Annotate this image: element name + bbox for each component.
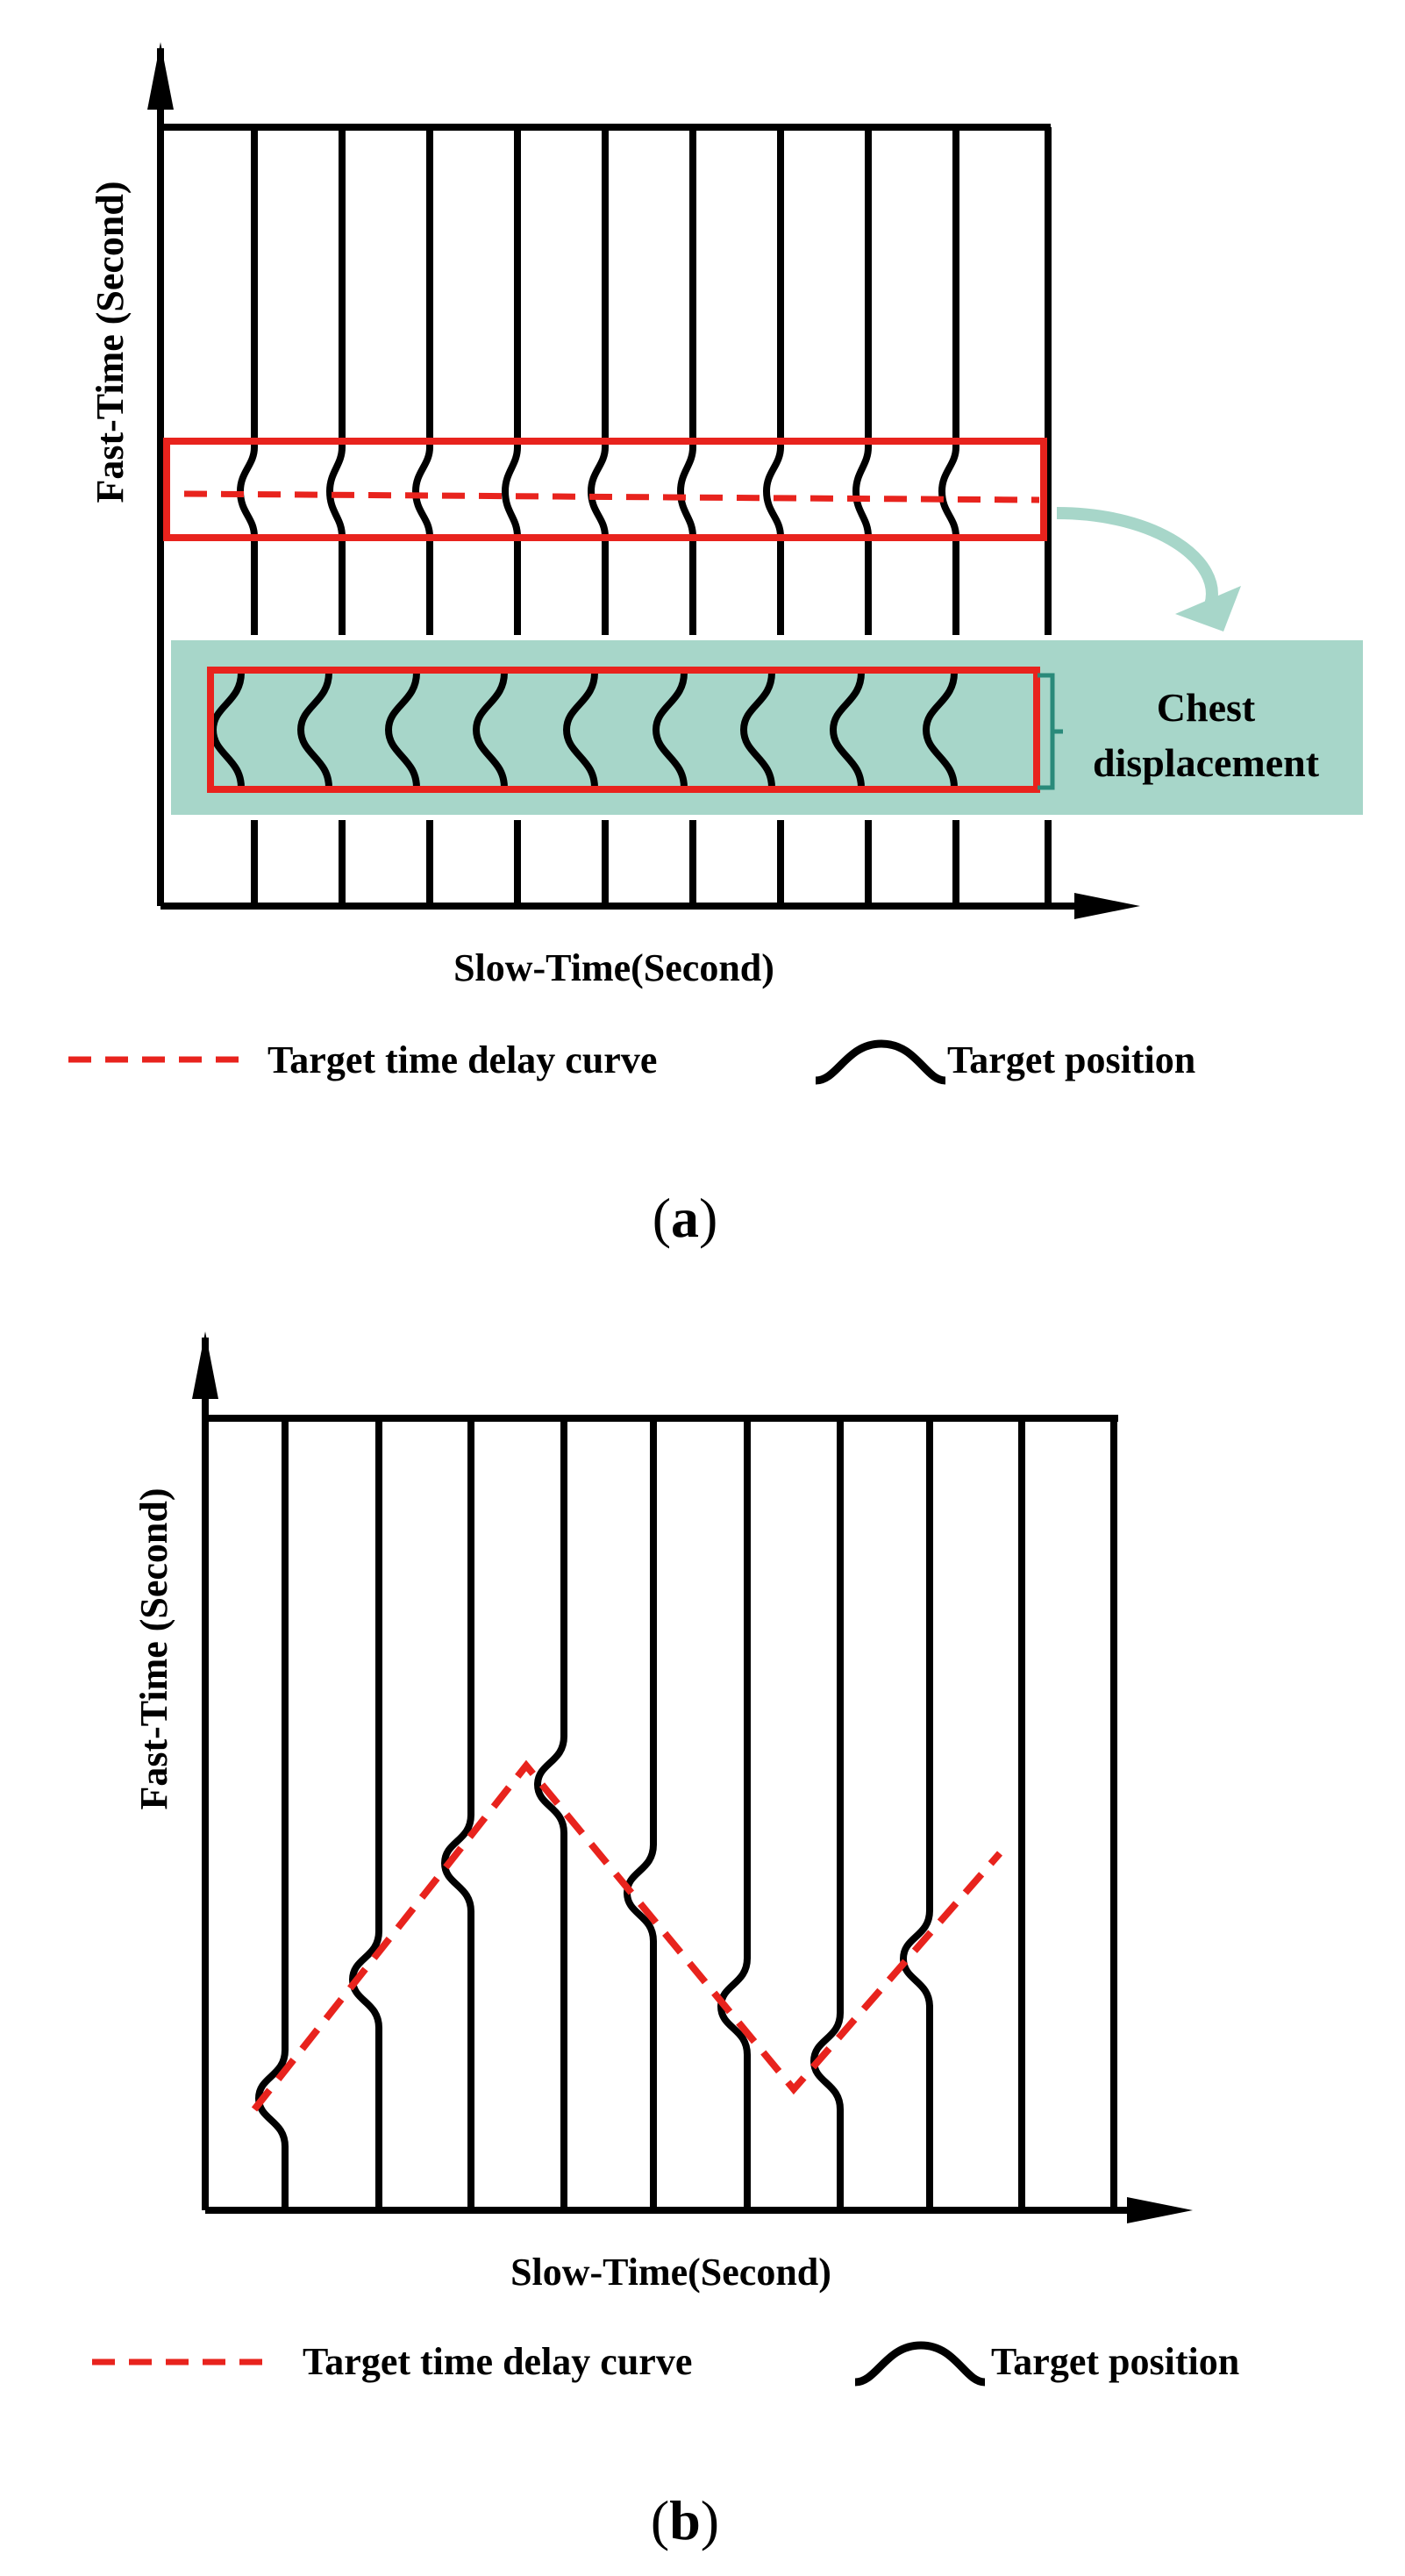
panel-b-trace (440, 1418, 474, 2210)
panel-a-trace (938, 127, 959, 906)
panel-a-x-axis-arrow-icon (1074, 893, 1140, 919)
panel-b-legend-position-swatch-icon (854, 2341, 986, 2387)
panel-b-sub-label: (b) (651, 2489, 719, 2551)
panel-a-zoom-trace (922, 672, 958, 788)
panel-a-legend-position-swatch-icon (815, 1039, 946, 1085)
panel-a-zoom-trace (384, 672, 420, 788)
panel-a-legend-position-label: Target position (947, 1038, 1195, 1081)
panel-a-y-axis-label: Fast-Time (Second) (89, 181, 132, 503)
panel-b-y-axis-arrow-icon (192, 1331, 218, 1399)
panel-a-x-axis-label: Slow-Time(Second) (453, 946, 774, 989)
panel-a-zoom-box (207, 667, 1040, 793)
panel-b-y-axis-label: Fast-Time (Second) (132, 1488, 175, 1809)
panel-b-legend-position-label: Target position (991, 2340, 1239, 2383)
panel-a-trace (676, 127, 696, 906)
panel-b: Fast-Time (Second) Slow-Time(Second) Tar… (92, 1331, 1239, 2551)
panel-a-sub-label: (a) (653, 1187, 718, 1249)
panel-a-zoom-trace (829, 672, 865, 788)
panel-a-callout-arrowhead-icon (1175, 586, 1241, 632)
panel-a-trace (501, 127, 521, 906)
panel-a-trace (411, 127, 433, 906)
panel-b-delay-curve (251, 1759, 1003, 2112)
panel-b-traces (254, 1418, 1117, 2210)
panel-b-legend-curve-label: Target time delay curve (303, 2340, 692, 2383)
panel-a-legend-curve-label: Target time delay curve (267, 1038, 657, 1081)
panel-b-trace (899, 1418, 933, 2210)
panel-a-zoom-trace (562, 672, 598, 788)
panel-b-x-axis-label: Slow-Time(Second) (510, 2251, 831, 2294)
panel-b-trace (809, 1418, 844, 2210)
panel-a-zoom-trace (296, 672, 332, 788)
panel-b-trace (623, 1418, 657, 2210)
panel-b-x-axis-arrow-icon (1127, 2197, 1193, 2223)
panel-a-zoom-trace (652, 672, 688, 788)
panel-a: Chest displacement Fast-Time (Second) Sl… (68, 42, 1368, 1249)
panel-a-trace (587, 127, 609, 906)
panel-b-trace (717, 1418, 751, 2210)
panel-a-trace (762, 127, 784, 906)
panel-a-trace (852, 127, 872, 906)
panel-b-trace (348, 1418, 382, 2210)
panel-b-trace (254, 1418, 289, 2210)
panel-a-delay-curve (183, 490, 1040, 503)
panel-a-zoom-label-line2: displacement (1093, 740, 1320, 785)
panel-a-zoom-trace (739, 672, 775, 788)
panel-a-zoom-label-line1: Chest (1157, 685, 1256, 730)
panel-a-y-axis-arrow-icon (147, 42, 174, 110)
panel-a-highlight-box (163, 438, 1047, 541)
panel-a-zoom-trace (472, 672, 508, 788)
panel-a-trace (325, 127, 346, 906)
panel-a-callout-arrow-icon (1056, 507, 1218, 608)
panel-b-trace (533, 1418, 567, 2210)
panel-a-bracket-icon (1038, 673, 1063, 790)
